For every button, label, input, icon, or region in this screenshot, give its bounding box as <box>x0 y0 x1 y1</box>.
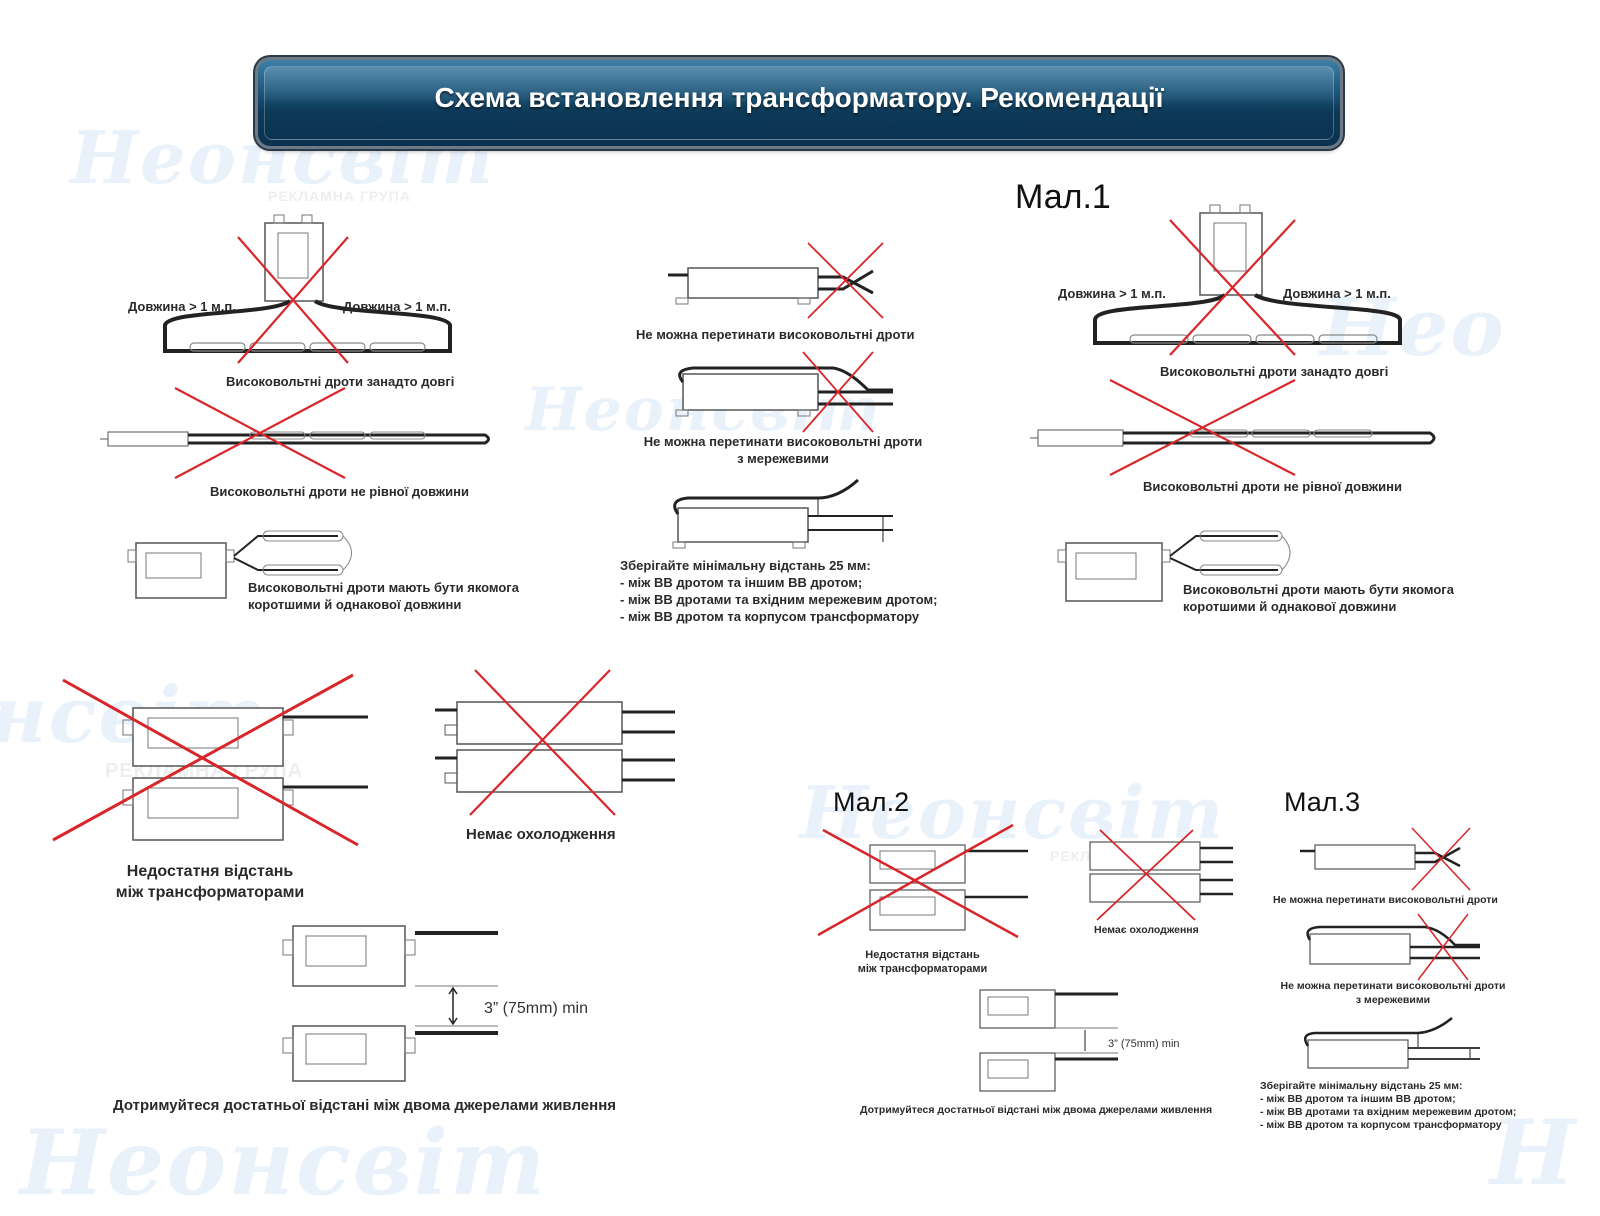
min-distance-fig3-item-3: - між ВВ дротом та корпусом трансформато… <box>1260 1119 1502 1132</box>
diagram-unequal-left <box>100 387 490 479</box>
diagram-insufficient-distance-fig2 <box>817 823 1028 939</box>
watermark-logo: Н <box>1490 1100 1578 1206</box>
caption-keep-distance-fig2: Дотримуйтеся достатньої відстані між дво… <box>860 1104 1213 1116</box>
caption-no-cross-mains: Не можна перетинати високовольтні дроти … <box>638 434 928 468</box>
caption-no-cross-mains-fig3-line2: з мережевими <box>1355 993 1431 1006</box>
caption-insufficient-distance: Недостатня відстань між трансформаторами <box>80 862 340 904</box>
caption-insufficient-line1: Недостатня відстань <box>126 863 294 880</box>
min-distance-fig3-item-1: - між ВВ дротом та іншим ВВ дротом; <box>1260 1093 1456 1106</box>
diagram-no-cross-mains <box>675 351 893 433</box>
caption-short-equal-fig1-line1: Високовольтні дроти мають бути якомога <box>1183 582 1454 597</box>
caption-no-cross-mains-line2: з мережевими <box>737 450 829 466</box>
caption-insufficient-fig2: Недостатня відстань між трансформаторами <box>840 948 1005 977</box>
figure-label-2: Мал.2 <box>833 787 910 817</box>
watermark-logo: Неонсвіт <box>800 770 1226 855</box>
watermark-tagline: РЕКЛАМНА ГРУПА <box>268 188 411 204</box>
caption-keep-distance: Дотримуйтеся достатньої відстані між дво… <box>113 1097 617 1114</box>
diagram-no-cooling <box>435 669 675 816</box>
diagram-keep-distance-fig2 <box>979 989 1118 1092</box>
min-distance-fig3-title: Зберігайте мінімальну відстань 25 мм: <box>1260 1080 1463 1092</box>
caption-short-equal-fig1-line2: коротшими й однакової довжини <box>1183 598 1397 614</box>
diagram-keep-distance <box>282 925 498 1082</box>
caption-unequal-fig1: Високовольтні дроти не рівної довжини <box>1143 479 1402 494</box>
caption-no-cross-mains-fig3-line1: Не можна перетинати високовольтні дроти <box>1280 980 1506 992</box>
length-label-right: Довжина > 1 м.п. <box>343 299 451 314</box>
length-label-left-fig1: Довжина > 1 м.п. <box>1058 286 1166 301</box>
diagram-no-cross-mains-fig3 <box>1306 913 1480 981</box>
diagram-min-distance <box>672 478 893 549</box>
caption-min-distance-fig3: Зберігайте мінімальну відстань 25 мм: - … <box>1260 1080 1516 1133</box>
diagram-short-equal-left <box>127 530 352 599</box>
diagram-too-long-left <box>163 214 452 364</box>
distance-note: 3” (75mm) min <box>484 1000 589 1017</box>
diagram-no-cooling-fig2 <box>1089 829 1233 921</box>
caption-no-cross-mains-line1: Не можна перетинати високовольтні дроти <box>643 434 923 449</box>
caption-unequal: Високовольтні дроти не рівної довжини <box>210 484 469 499</box>
caption-no-cooling-fig2: Немає охолодження <box>1094 924 1199 936</box>
watermark-logo: Неонсвіт <box>20 1110 548 1216</box>
figure-label-1: Мал.1 <box>1015 178 1111 216</box>
watermark-logo: Нео <box>1320 280 1506 374</box>
caption-insufficient-fig2-line1: Недостатня відстань <box>865 949 980 961</box>
diagram-no-cross <box>668 242 884 319</box>
diagram-short-equal-right <box>1057 530 1291 602</box>
min-distance-fig3-item-2: - між ВВ дротами та вхідним мережевим др… <box>1260 1106 1517 1119</box>
diagram-no-cross-fig3 <box>1300 827 1471 891</box>
min-distance-item-2: - між ВВ дротами та вхідним мережевим др… <box>620 591 938 607</box>
caption-insufficient-line2: між трансформаторами <box>115 883 305 901</box>
diagram-unequal-right <box>1030 379 1436 476</box>
length-label-left: Довжина > 1 м.п. <box>128 299 236 314</box>
distance-note-fig2: 3” (75mm) min <box>1108 1038 1180 1050</box>
caption-too-long: Високовольтні дроти занадто довгі <box>226 374 455 389</box>
page-title: Схема встановлення трансформатору. Реком… <box>434 82 1164 113</box>
caption-short-equal-line1: Високовольтні дроти мають бути якомога <box>248 580 519 595</box>
length-label-right-fig1: Довжина > 1 м.п. <box>1283 286 1391 301</box>
min-distance-title: Зберігайте мінімальну відстань 25 мм: <box>620 558 871 573</box>
caption-no-cross-fig3: Не можна перетинати високовольтні дроти <box>1273 894 1498 906</box>
diagram-insufficient-distance <box>52 673 368 847</box>
caption-insufficient-fig2-line2: між трансформаторами <box>857 963 988 976</box>
caption-short-equal: Високовольтні дроти мають бути якомога к… <box>248 580 519 614</box>
caption-short-equal-fig1: Високовольтні дроти мають бути якомога к… <box>1183 582 1454 616</box>
caption-no-cross: Не можна перетинати високовольтні дроти <box>636 327 915 342</box>
diagram-too-long-right <box>1093 204 1402 356</box>
caption-short-equal-line2: коротшими й однакової довжини <box>248 596 462 612</box>
caption-no-cooling: Немає охолодження <box>466 826 616 843</box>
min-distance-item-1: - між ВВ дротом та іншим ВВ дротом; <box>620 574 863 590</box>
title-banner: Схема встановлення трансформатору. Реком… <box>258 60 1340 146</box>
diagram-min-distance-fig3 <box>1303 1017 1480 1069</box>
caption-no-cross-mains-fig3: Не можна перетинати високовольтні дроти … <box>1268 980 1518 1007</box>
title-gloss <box>264 66 1334 140</box>
min-distance-item-3: - між ВВ дротом та корпусом трансформато… <box>620 608 920 624</box>
caption-too-long-fig1: Високовольтні дроти занадто довгі <box>1160 364 1389 379</box>
figure-label-3: Мал.3 <box>1284 787 1361 817</box>
caption-min-distance: Зберігайте мінімальну відстань 25 мм: - … <box>620 558 937 626</box>
